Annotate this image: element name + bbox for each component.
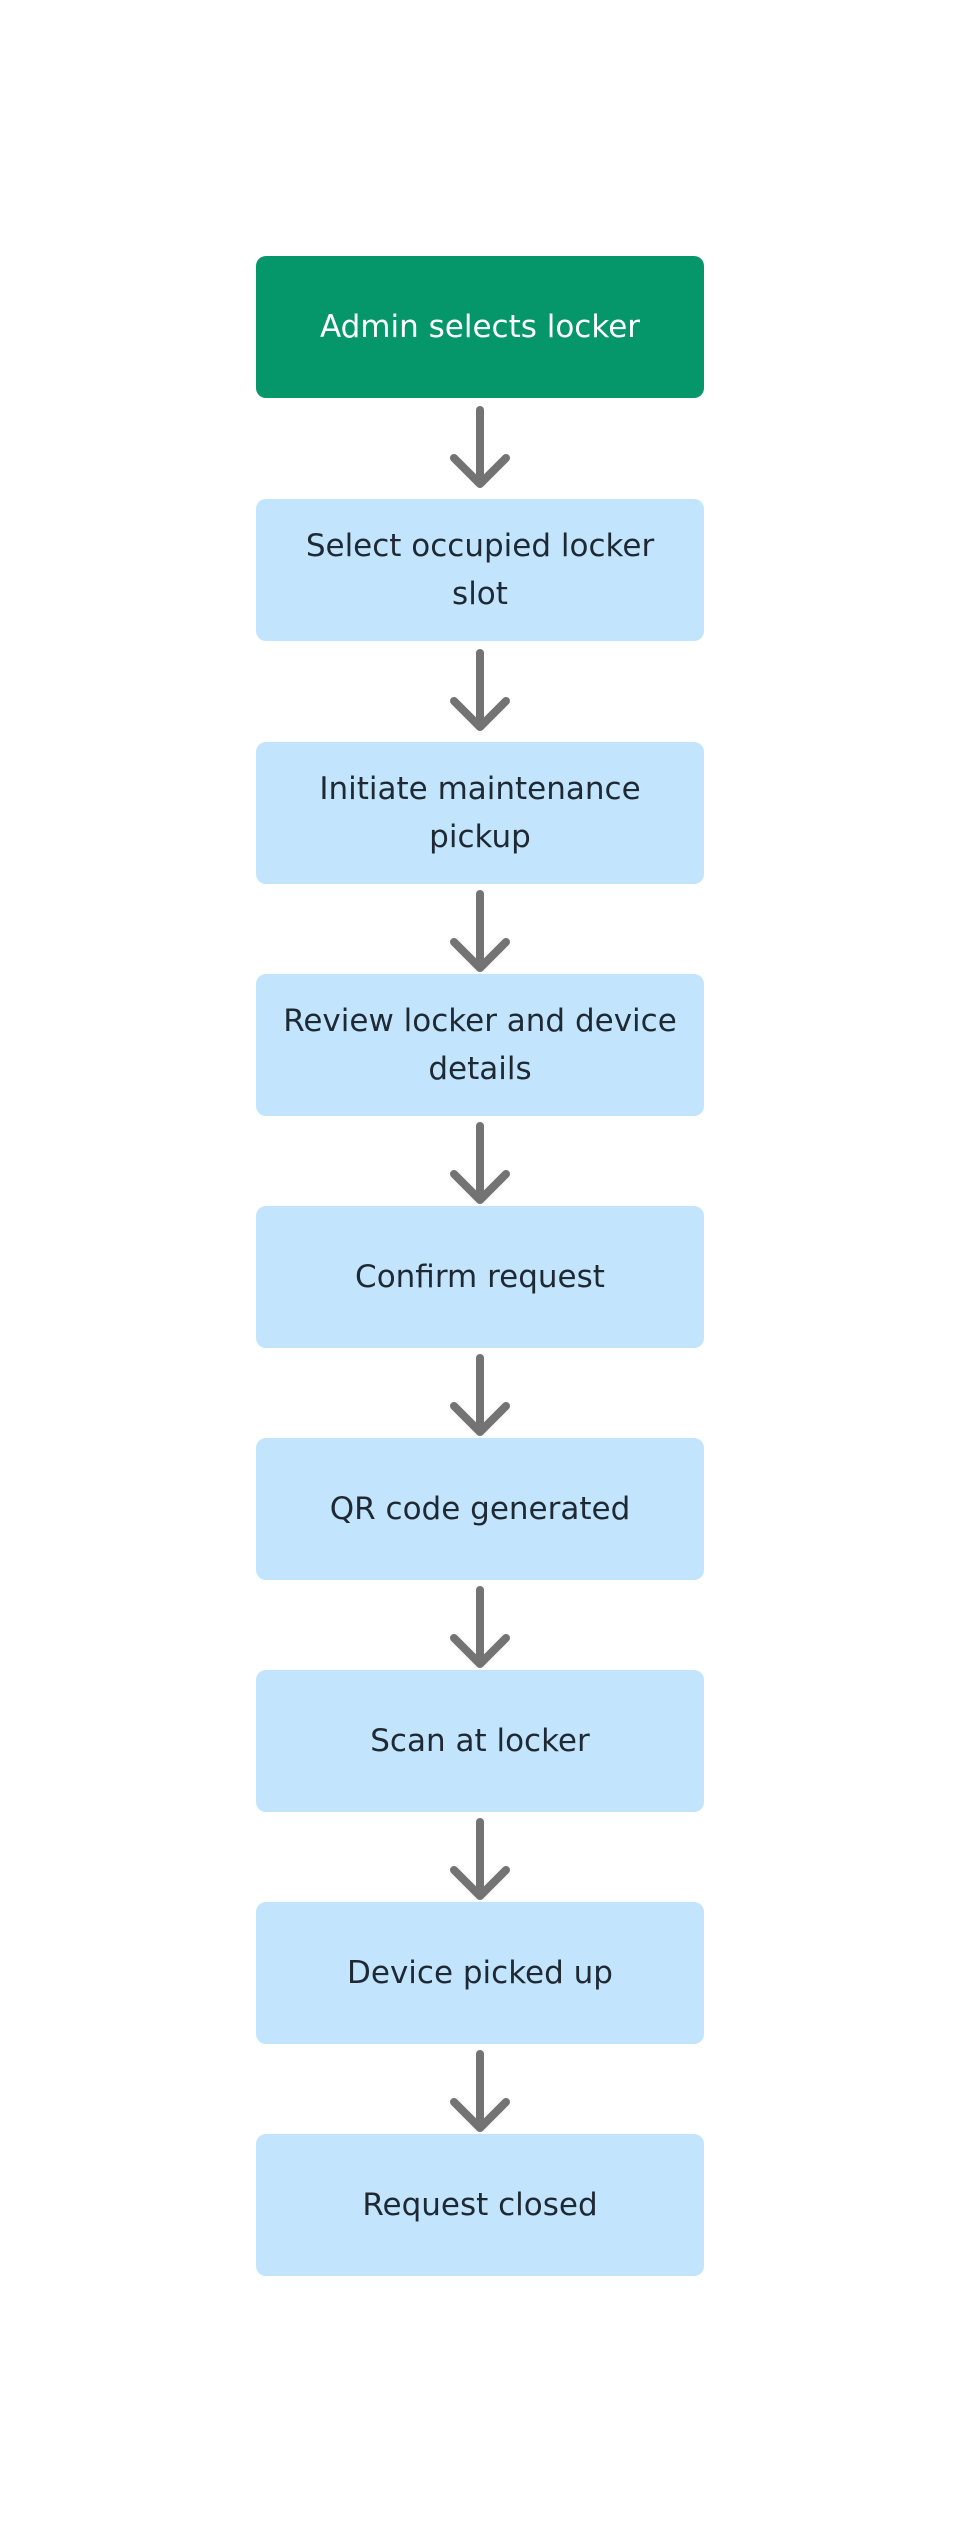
- step-qr-code-generated: QR code generated: [256, 1438, 704, 1580]
- step-label: Initiate maintenance pickup: [319, 771, 641, 855]
- step-confirm-request: Confirm request: [256, 1206, 704, 1348]
- step-label: Admin selects locker: [319, 309, 641, 345]
- step-scan-at-locker: Scan at locker: [256, 1670, 704, 1812]
- arrow-down-icon: [448, 1354, 512, 1438]
- step-label: Device picked up: [347, 1955, 613, 1991]
- step-admin-selects-locker: Admin selects locker: [256, 256, 704, 398]
- arrow-down-icon: [448, 1586, 512, 1670]
- arrow-down-icon: [448, 406, 512, 490]
- step-label: QR code generated: [329, 1491, 631, 1527]
- arrow-down-icon: [448, 1122, 512, 1206]
- step-select-occupied-locker-slot: Select occupied locker slot: [256, 499, 704, 641]
- arrow-down-icon: [448, 890, 512, 974]
- step-label: Select occupied locker slot: [305, 528, 655, 612]
- step-label: Confirm request: [355, 1259, 605, 1295]
- step-label: Request closed: [362, 2187, 598, 2223]
- step-device-picked-up: Device picked up: [256, 1902, 704, 2044]
- step-request-closed: Request closed: [256, 2134, 704, 2276]
- arrow-down-icon: [448, 2050, 512, 2134]
- arrow-down-icon: [448, 1818, 512, 1902]
- step-initiate-maintenance-pickup: Initiate maintenance pickup: [256, 742, 704, 884]
- step-label: Review locker and device details: [283, 1003, 677, 1087]
- arrow-down-icon: [448, 649, 512, 733]
- step-label: Scan at locker: [370, 1723, 590, 1759]
- step-review-locker-and-device-details: Review locker and device details: [256, 974, 704, 1116]
